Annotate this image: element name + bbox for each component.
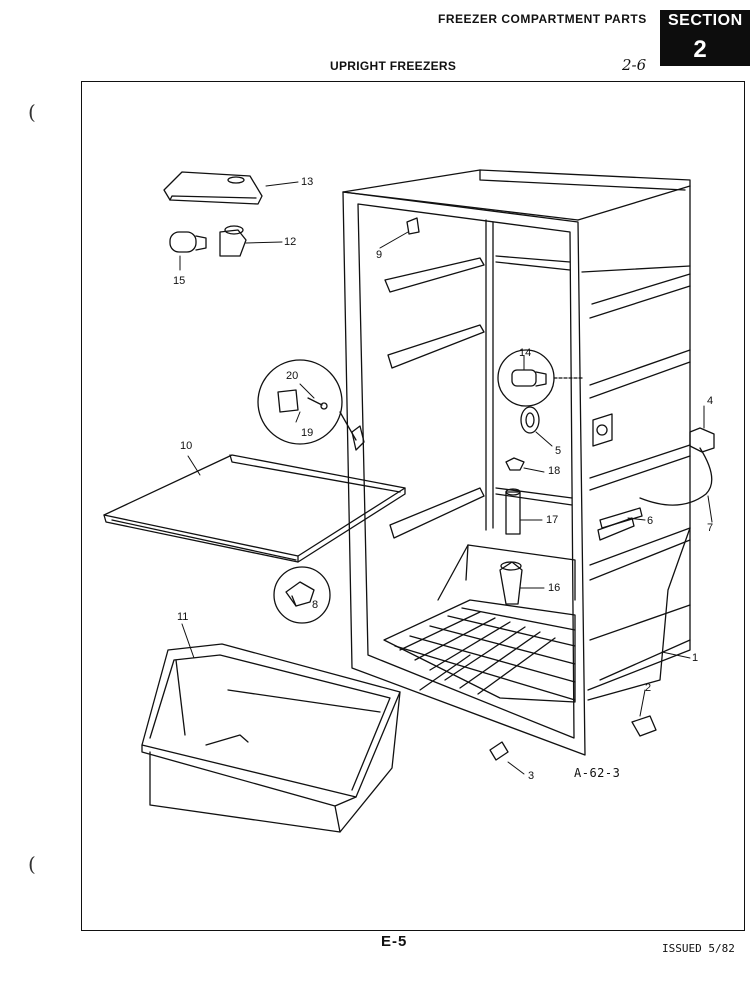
section-label: SECTION — [668, 12, 743, 29]
margin-mark: ( — [28, 852, 36, 876]
callout-4: 4 — [707, 395, 714, 407]
freezer-cabinet — [342, 169, 691, 756]
handwritten-note: 2-6 — [622, 56, 647, 74]
callout-14: 14 — [519, 347, 532, 359]
callout-12: 12 — [284, 236, 297, 248]
section-badge: SECTION 2 — [660, 10, 750, 66]
small-parts — [406, 217, 715, 761]
callout-10: 10 — [180, 440, 193, 452]
detail-circle-19-20 — [257, 359, 365, 451]
callout-17: 17 — [546, 514, 559, 526]
section-number: 2 — [693, 36, 707, 63]
issued-date: ISSUED 5/82 — [662, 942, 735, 955]
leader-lines — [179, 181, 713, 775]
callout-9: 9 — [376, 249, 383, 261]
callout-1: 1 — [692, 652, 699, 664]
callout-7: 7 — [707, 522, 714, 534]
storage-basket — [141, 643, 401, 833]
callout-6: 6 — [647, 515, 654, 527]
callout-20: 20 — [286, 370, 299, 382]
callout-2: 2 — [645, 682, 652, 694]
margin-mark: ( — [28, 100, 36, 124]
light-bulb — [169, 231, 207, 253]
callout-16: 16 — [548, 582, 561, 594]
callout-11: 11 — [177, 611, 189, 623]
page-header-title: FREEZER COMPARTMENT PARTS — [438, 12, 647, 26]
page-subtitle: UPRIGHT FREEZERS — [330, 59, 457, 73]
callout-18: 18 — [548, 465, 561, 477]
callout-13: 13 — [301, 176, 314, 188]
light-shield — [163, 171, 263, 205]
diagram-frame — [81, 81, 745, 931]
drawing-reference-code: A-62-3 — [574, 766, 621, 780]
page-number: E-5 — [381, 933, 408, 950]
light-socket — [219, 225, 247, 257]
callout-8: 8 — [312, 599, 319, 611]
callout-15: 15 — [173, 275, 186, 287]
wire-shelf — [103, 454, 406, 563]
callout-5: 5 — [555, 445, 562, 457]
callout-19: 19 — [301, 427, 314, 439]
callout-3: 3 — [528, 770, 535, 782]
detail-circle-8 — [273, 566, 331, 624]
